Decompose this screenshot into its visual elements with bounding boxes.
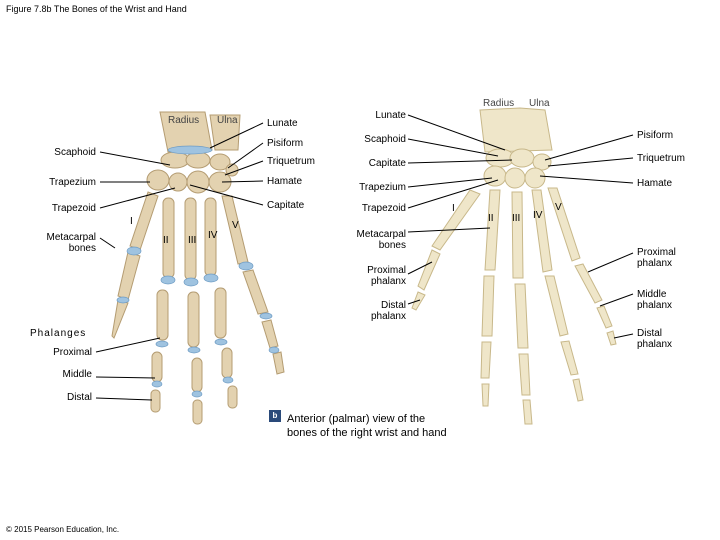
- illus-phalanges-label: Phalanges: [30, 328, 87, 339]
- photo-hamate-label: Hamate: [637, 178, 673, 189]
- illus-lunate-label: Lunate: [267, 118, 298, 129]
- photo-distal-label-2: phalanx: [370, 311, 406, 322]
- photo-proximal-label-r2: phalanx: [637, 258, 673, 269]
- cartilage-caps: [116, 145, 280, 398]
- photo-numeral-4: IV: [533, 210, 543, 221]
- photo-numeral-1: I: [452, 203, 455, 214]
- photo-scaphoid-label: Scaphoid: [364, 134, 406, 145]
- illus-hamate-label: Hamate: [267, 176, 303, 187]
- illus-metacarpal-label-2: bones: [68, 243, 96, 254]
- photo-triquetrum-label: Triquetrum: [637, 153, 685, 164]
- figure-caption: Anterior (palmar) view of the bones of t…: [287, 412, 447, 440]
- illus-trapezium-label: Trapezium: [49, 177, 96, 188]
- illus-pisiform-label: Pisiform: [267, 138, 304, 149]
- photo-middle-label-1: Middle: [637, 289, 667, 300]
- photo-numeral-3: III: [512, 213, 521, 224]
- photo-trapezoid-label: Trapezoid: [361, 203, 406, 214]
- illus-numeral-3: III: [188, 235, 197, 246]
- photo-middle-label-2: phalanx: [637, 300, 673, 311]
- illus-numeral-2: II: [163, 235, 169, 246]
- photo-proximal-label-1: Proximal: [367, 265, 406, 276]
- photo-distal-label-1: Distal: [380, 300, 406, 311]
- illus-numeral-5: V: [232, 220, 239, 231]
- photo-distal-label-r2: phalanx: [637, 339, 673, 350]
- caption-line-1: Anterior (palmar) view of the: [287, 413, 426, 425]
- skeletal-photo: [411, 107, 617, 425]
- illus-distal-label: Distal: [66, 392, 92, 403]
- illus-capitate-label: Capitate: [267, 200, 305, 211]
- illus-proximal-label: Proximal: [53, 347, 92, 358]
- photo-metacarpal-label-1: Metacarpal: [356, 229, 406, 240]
- caption-line-2: bones of the right wrist and hand: [287, 427, 447, 439]
- copyright-notice: © 2015 Pearson Education, Inc.: [6, 525, 120, 534]
- illus-triquetrum-label: Triquetrum: [267, 156, 315, 167]
- illustrated-hand: [111, 111, 285, 425]
- illustration-leaders: [95, 122, 264, 401]
- photo-pisiform-label: Pisiform: [637, 130, 674, 141]
- illus-radius-label: Radius: [168, 115, 200, 126]
- photo-ulna-label: Ulna: [529, 98, 550, 109]
- photo-numeral-5: V: [555, 202, 562, 213]
- illus-metacarpal-label-1: Metacarpal: [46, 232, 96, 243]
- photo-trapezium-label: Trapezium: [359, 182, 406, 193]
- photo-radius-label: Radius: [483, 98, 515, 109]
- illus-middle-label: Middle: [62, 369, 92, 380]
- photo-proximal-label-r1: Proximal: [637, 247, 676, 258]
- photo-metacarpal-label-2: bones: [378, 240, 406, 251]
- illus-numeral-1: I: [130, 216, 133, 227]
- photo-lunate-label: Lunate: [375, 110, 406, 121]
- photo-distal-label-r1: Distal: [637, 328, 663, 339]
- illus-scaphoid-label: Scaphoid: [54, 147, 96, 158]
- photo-capitate-label: Capitate: [368, 158, 406, 169]
- figure-title: Figure 7.8b The Bones of the Wrist and H…: [6, 4, 187, 14]
- illus-trapezoid-label: Trapezoid: [51, 203, 96, 214]
- illus-numeral-4: IV: [208, 230, 218, 241]
- photo-leaders: [407, 114, 634, 339]
- illus-ulna-label: Ulna: [217, 115, 238, 126]
- photo-proximal-label-2: phalanx: [370, 276, 406, 287]
- caption-badge: b: [269, 410, 281, 422]
- photo-numeral-2: II: [488, 213, 494, 224]
